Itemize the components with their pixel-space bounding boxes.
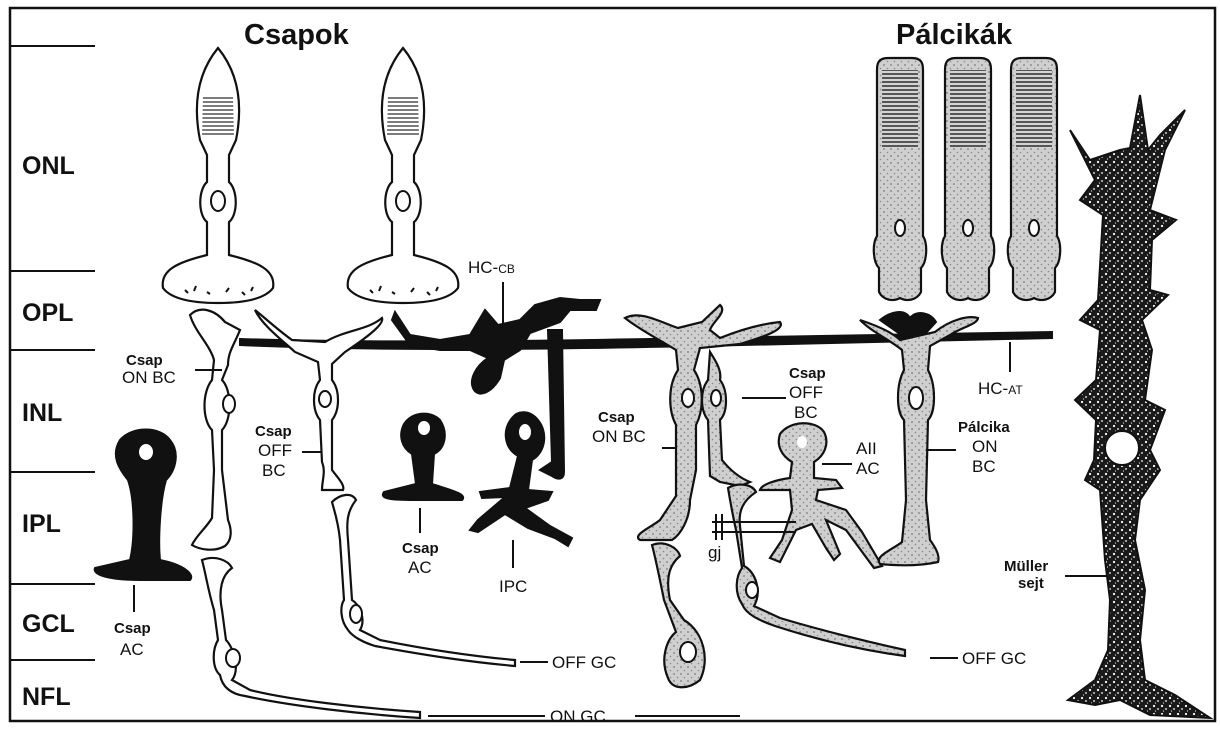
hc-at-label: HC-AT xyxy=(978,379,1023,398)
label-cone-on-bc-right-2: ON BC xyxy=(592,427,646,446)
muller-glia-cell xyxy=(1068,95,1210,718)
label-cone-on-bc-right: Csap xyxy=(598,409,635,426)
label-cone-on-bc-left: Csap xyxy=(126,352,163,369)
amacrine-left-black xyxy=(95,430,192,581)
layer-label-ipl: IPL xyxy=(22,510,61,538)
label-cone-on-bc-left-2: ON BC xyxy=(122,368,176,387)
label-cone-ac-mid-2: AC xyxy=(408,558,432,577)
svg-text:HC-CB: HC-CB xyxy=(468,258,515,277)
cone-photoreceptor-2 xyxy=(348,48,459,303)
layer-label-nfl: NFL xyxy=(22,683,71,711)
label-muller: Müller xyxy=(1004,558,1048,575)
layer-label-opl: OPL xyxy=(22,299,73,327)
rod-photoreceptor-3 xyxy=(1008,58,1060,300)
label-cone-off-bc-left-2: OFF xyxy=(258,441,292,460)
rod-photoreceptor-2 xyxy=(942,58,994,300)
heading-cones: Csapok xyxy=(244,19,350,51)
label-aii-ac-2: AC xyxy=(856,459,880,478)
rod-on-bipolar xyxy=(860,317,978,565)
ganglion-cells-left xyxy=(202,495,515,718)
layer-dividers xyxy=(10,46,95,660)
label-rod-on-bc-3: BC xyxy=(972,457,996,476)
label-off-gc-left: OFF GC xyxy=(552,653,616,672)
label-off-gc-right: OFF GC xyxy=(962,649,1026,668)
label-cone-off-bc-left: Csap xyxy=(255,423,292,440)
label-rod-on-bc: Pálcika xyxy=(958,419,1010,436)
label-aii-ac: AII xyxy=(856,439,877,458)
label-cone-off-bc-right-2: OFF xyxy=(789,383,823,402)
label-cone-off-bc-left-3: BC xyxy=(262,461,286,480)
label-cone-ac-mid: Csap xyxy=(402,540,439,557)
label-cone-off-bc-right: Csap xyxy=(789,365,826,382)
label-rod-on-bc-2: ON xyxy=(972,437,998,456)
cone-off-bipolar-right xyxy=(702,352,750,486)
layer-label-inl: INL xyxy=(22,399,62,427)
label-cone-ac-left-2: AC xyxy=(120,640,144,659)
label-on-gc: ON GC xyxy=(550,707,606,726)
svg-text:HC-AT: HC-AT xyxy=(978,379,1023,398)
layer-label-gcl: GCL xyxy=(22,610,75,638)
hc-cb-label: HC-CB xyxy=(468,258,515,277)
ganglion-cells-right xyxy=(652,485,905,688)
layer-label-onl: ONL xyxy=(22,152,75,180)
label-ipc: IPC xyxy=(499,577,527,596)
label-muller-2: sejt xyxy=(1018,575,1044,592)
cone-on-bipolar-left xyxy=(190,310,240,550)
label-cone-ac-left: Csap xyxy=(114,620,151,637)
label-cone-off-bc-right-3: BC xyxy=(794,403,818,422)
heading-rods: Pálcikák xyxy=(896,19,1013,51)
rod-photoreceptor-1 xyxy=(874,58,926,300)
cone-photoreceptor-1 xyxy=(163,48,274,303)
label-gap-junction: gj xyxy=(708,543,721,562)
amacrine-mid-black xyxy=(383,414,463,500)
